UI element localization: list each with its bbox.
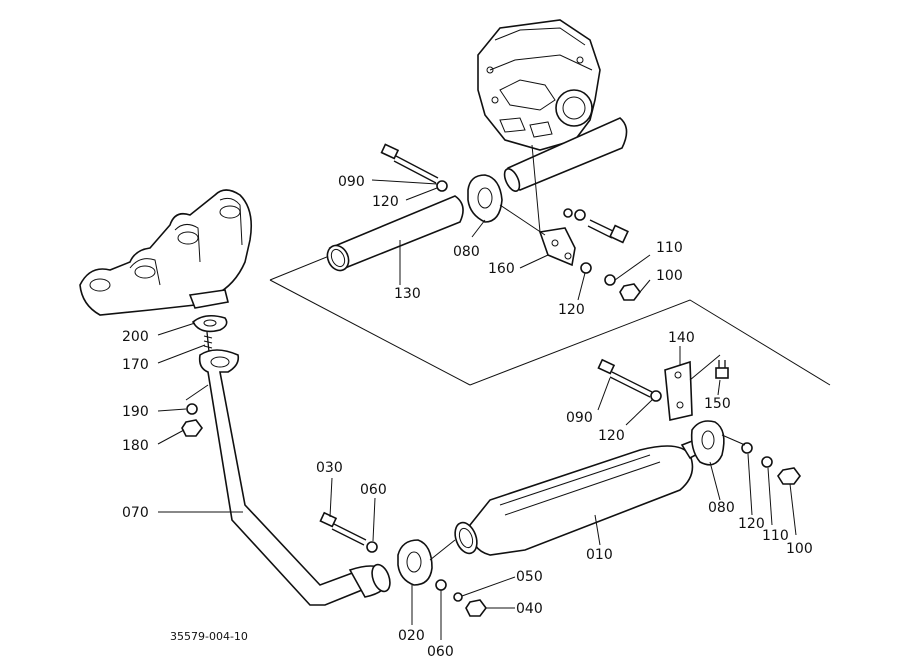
washer-120-right bbox=[741, 442, 753, 454]
bolt-150 bbox=[715, 360, 729, 379]
callout-010: 010 bbox=[586, 547, 613, 563]
callout-020: 020 bbox=[398, 628, 425, 644]
callout-080-lower: 080 bbox=[708, 500, 735, 516]
callout-110-upper: 110 bbox=[656, 240, 683, 256]
bolt-090-lower bbox=[597, 358, 653, 398]
exhaust-manifold bbox=[79, 189, 253, 316]
pipe-130 bbox=[326, 195, 464, 272]
callout-090-upper: 090 bbox=[338, 174, 365, 190]
washer-120-upper bbox=[436, 180, 448, 192]
nut-100-upper bbox=[619, 283, 641, 301]
callout-190: 190 bbox=[122, 404, 149, 420]
front-pipe-070 bbox=[198, 349, 391, 606]
nut-040 bbox=[465, 599, 487, 617]
bracket-160 bbox=[538, 227, 576, 267]
leader-lines bbox=[157, 179, 797, 640]
callout-120-right: 120 bbox=[738, 516, 765, 532]
bolt-030 bbox=[319, 511, 367, 546]
washer-060-upper bbox=[366, 541, 378, 553]
rubber-hanger-020 bbox=[397, 539, 433, 586]
plane-lower-upper-edge bbox=[469, 299, 831, 386]
callout-050: 050 bbox=[516, 569, 543, 585]
callout-130: 130 bbox=[394, 286, 421, 302]
spring-washer-110-right bbox=[761, 456, 773, 468]
callout-150: 150 bbox=[704, 396, 731, 412]
callout-180: 180 bbox=[122, 438, 149, 454]
callout-110-right: 110 bbox=[762, 528, 789, 544]
callout-060-lower: 060 bbox=[427, 644, 454, 660]
callout-120-mid: 120 bbox=[598, 428, 625, 444]
washer-190 bbox=[186, 403, 198, 415]
callout-100-upper: 100 bbox=[656, 268, 683, 284]
callout-070: 070 bbox=[122, 505, 149, 521]
plane-upper-bottom-edge bbox=[269, 279, 471, 386]
figure-id: 35579-004-10 bbox=[170, 630, 248, 643]
nut-100-right bbox=[777, 467, 801, 485]
bracket-140 bbox=[664, 354, 721, 421]
callout-170: 170 bbox=[122, 357, 149, 373]
callout-160: 160 bbox=[488, 261, 515, 277]
callout-030: 030 bbox=[316, 460, 343, 476]
rubber-hanger-080-lower bbox=[690, 420, 725, 466]
callout-100-right: 100 bbox=[786, 541, 813, 557]
muffler-010 bbox=[454, 436, 707, 556]
rubber-hanger-080-upper bbox=[467, 174, 503, 223]
washer-120-mid bbox=[650, 390, 662, 402]
bolt-upper-right bbox=[563, 208, 629, 244]
bolt-090-upper bbox=[380, 143, 439, 184]
callout-080-upper: 080 bbox=[453, 244, 480, 260]
upper-tail-pipe bbox=[503, 117, 628, 192]
gasket-200 bbox=[191, 314, 228, 333]
washer-060-lower bbox=[435, 579, 447, 591]
callout-040: 040 bbox=[516, 601, 543, 617]
callout-200: 200 bbox=[122, 329, 149, 345]
callout-090-lower: 090 bbox=[566, 410, 593, 426]
callout-060-upper: 060 bbox=[360, 482, 387, 498]
nut-180 bbox=[181, 419, 203, 437]
callout-140: 140 bbox=[668, 330, 695, 346]
washer-120-lower bbox=[580, 262, 592, 274]
spring-washer-050 bbox=[453, 592, 463, 602]
transmission-housing bbox=[477, 19, 601, 151]
callout-120-upper: 120 bbox=[372, 194, 399, 210]
spring-washer-110 bbox=[604, 274, 616, 286]
callout-120-lower: 120 bbox=[558, 302, 585, 318]
